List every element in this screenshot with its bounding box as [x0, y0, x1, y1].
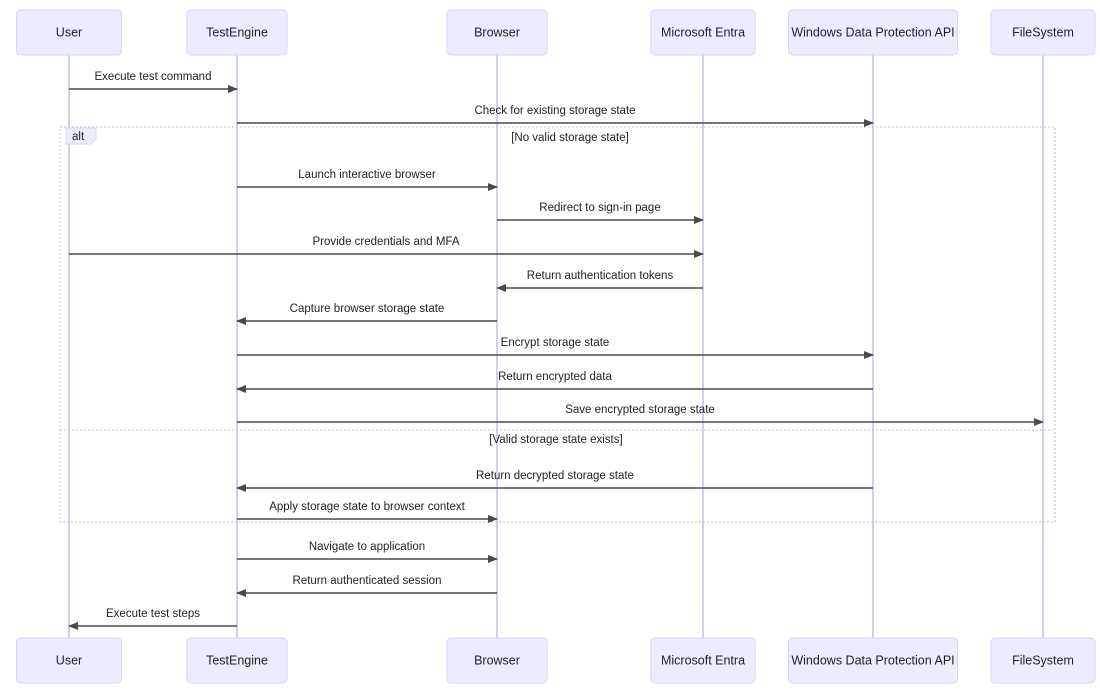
participant-bottom-user[interactable]: User: [16, 637, 122, 684]
message-label: Execute test command: [95, 71, 212, 83]
message-1: Check for existing storage state: [237, 105, 874, 127]
alt-tag-label: alt: [72, 131, 85, 143]
alt-block: alt [No valid storage state] [Valid storag…: [59, 126, 1056, 523]
participant-bottom-engine[interactable]: TestEngine: [186, 637, 288, 684]
message-3: Redirect to sign-in page: [497, 202, 704, 224]
participant-label: FileSystem: [1012, 25, 1074, 39]
participant-label: Microsoft Entra: [661, 25, 745, 39]
participant-top-entra[interactable]: Microsoft Entra: [650, 9, 756, 56]
message-2: Launch interactive browser: [237, 169, 498, 191]
participant-top-fs[interactable]: FileSystem: [990, 9, 1096, 56]
participant-label: TestEngine: [206, 25, 268, 39]
message-9: Save encrypted storage state: [237, 404, 1044, 426]
message-14: Execute test steps: [68, 608, 237, 630]
alt-condition-0: [No valid storage state]: [511, 132, 629, 144]
participant-bottom-dpapi[interactable]: Windows Data Protection API: [788, 637, 958, 684]
message-label: Redirect to sign-in page: [539, 202, 660, 214]
message-label: Provide credentials and MFA: [312, 236, 459, 248]
message-8: Return encrypted data: [236, 371, 873, 393]
participant-label: Windows Data Protection API: [791, 25, 954, 39]
message-label: Navigate to application: [309, 541, 425, 553]
participant-top-browser[interactable]: Browser: [446, 9, 548, 56]
alt-condition-1: [Valid storage state exists]: [489, 434, 622, 446]
participant-label: Microsoft Entra: [661, 653, 745, 667]
participant-bottom-browser[interactable]: Browser: [446, 637, 548, 684]
participant-top-engine[interactable]: TestEngine: [186, 9, 288, 56]
message-label: Save encrypted storage state: [565, 404, 715, 416]
message-label: Return decrypted storage state: [476, 470, 634, 482]
message-11: Apply storage state to browser context: [237, 501, 498, 523]
message-4: Provide credentials and MFA: [69, 236, 704, 258]
message-0: Execute test command: [69, 71, 238, 93]
message-5: Return authentication tokens: [496, 270, 703, 292]
participant-label: FileSystem: [1012, 653, 1074, 667]
lifelines-layer: [68, 55, 1044, 638]
message-label: Check for existing storage state: [474, 105, 635, 117]
message-6: Capture browser storage state: [236, 303, 497, 325]
message-label: Encrypt storage state: [501, 337, 610, 349]
message-12: Navigate to application: [237, 541, 498, 563]
message-label: Apply storage state to browser context: [269, 501, 465, 513]
participant-top-user[interactable]: User: [16, 9, 122, 56]
participant-label: Browser: [474, 25, 520, 39]
message-13: Return authenticated session: [236, 575, 497, 597]
message-label: Return encrypted data: [498, 371, 612, 383]
alt-tag-box: [65, 127, 97, 145]
participant-bottom-entra[interactable]: Microsoft Entra: [650, 637, 756, 684]
message-label: Return authentication tokens: [527, 270, 674, 282]
message-label: Launch interactive browser: [298, 169, 436, 181]
message-7: Encrypt storage state: [237, 337, 874, 359]
alt-frame-layer: alt [No valid storage state] [Valid storag…: [59, 126, 1056, 523]
participant-bottom-fs[interactable]: FileSystem: [990, 637, 1096, 684]
participant-label: User: [56, 653, 82, 667]
message-label: Capture browser storage state: [290, 303, 445, 315]
participant-label: Windows Data Protection API: [791, 653, 954, 667]
participant-label: TestEngine: [206, 653, 268, 667]
message-label: Execute test steps: [106, 608, 200, 620]
message-10: Return decrypted storage state: [236, 470, 873, 492]
participant-label: Browser: [474, 653, 520, 667]
participant-label: User: [56, 25, 82, 39]
participant-top-dpapi[interactable]: Windows Data Protection API: [788, 9, 958, 56]
message-label: Return authenticated session: [293, 575, 442, 587]
